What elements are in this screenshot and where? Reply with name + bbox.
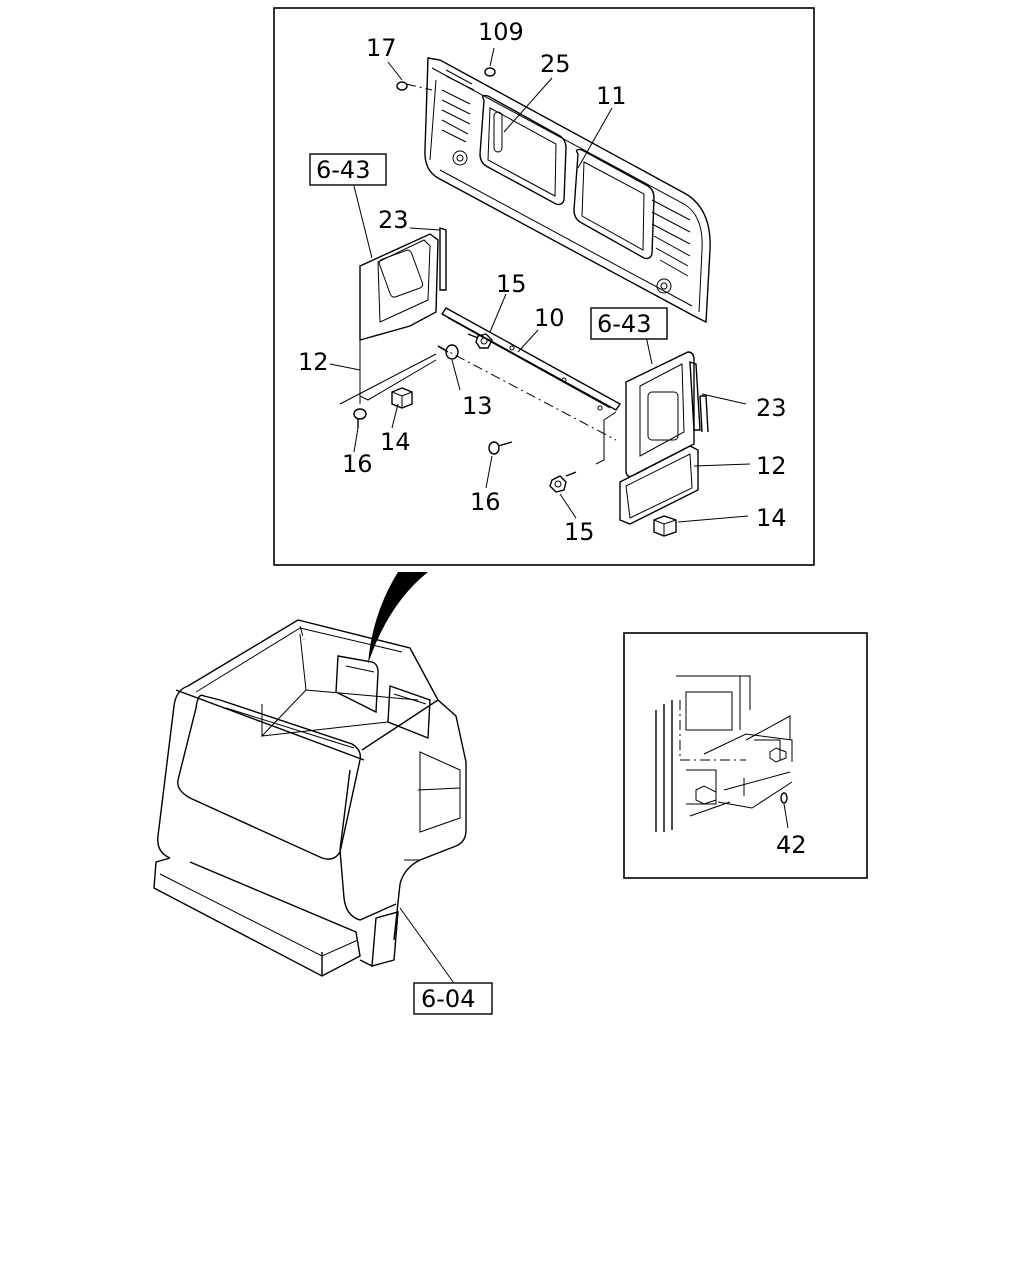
callout-16-left: 16 [342,450,373,478]
callout-42: 42 [776,831,807,859]
callout-12-left: 12 [298,348,329,376]
callout-14-left: 14 [380,428,411,456]
screw-15-upper [467,333,493,349]
cab-body [153,619,467,977]
rear-panel-11 [424,57,711,324]
inset-frame [623,632,868,879]
callout-23-left: 23 [378,206,409,234]
center-trim-10 [437,307,622,465]
strip-23-right [699,395,709,433]
clip-16-left [353,408,367,428]
clip-13 [437,344,459,360]
callout-10: 10 [534,304,565,332]
block-14-right [653,515,677,537]
callout-11: 11 [596,82,627,110]
callout-12-right: 12 [756,452,787,480]
leader-lines [329,47,751,523]
callout-23-right: 23 [756,394,787,422]
reference-6-43-left: 6-43 [316,156,370,184]
clip-42 [780,792,788,804]
clip-17 [396,81,408,91]
leader-42 [783,803,789,829]
block-14-left [391,387,413,409]
callout-13: 13 [462,392,493,420]
callout-14-right: 14 [756,504,787,532]
callout-16-center: 16 [470,488,501,516]
reference-6-04: 6-04 [421,985,475,1013]
leader-6-04 [399,907,457,987]
side-trim-left-12 [339,227,447,405]
callout-25: 25 [540,50,571,78]
pointer-wedge [368,572,428,664]
reference-box-6-43-left [309,153,387,186]
callout-109: 109 [478,18,524,46]
side-trim-right-12 [619,351,701,525]
reference-box-6-43-right [590,307,668,340]
screw-15-lower [549,471,577,493]
inset-detail [655,675,793,832]
callout-15-lower: 15 [564,518,595,546]
callout-17: 17 [366,34,397,62]
clip-109 [484,67,496,77]
callout-15-upper: 15 [496,270,527,298]
clip-16-center [488,441,513,455]
detail-frame [273,7,815,566]
reference-box-6-04 [413,982,493,1015]
reference-6-43-right: 6-43 [597,310,651,338]
